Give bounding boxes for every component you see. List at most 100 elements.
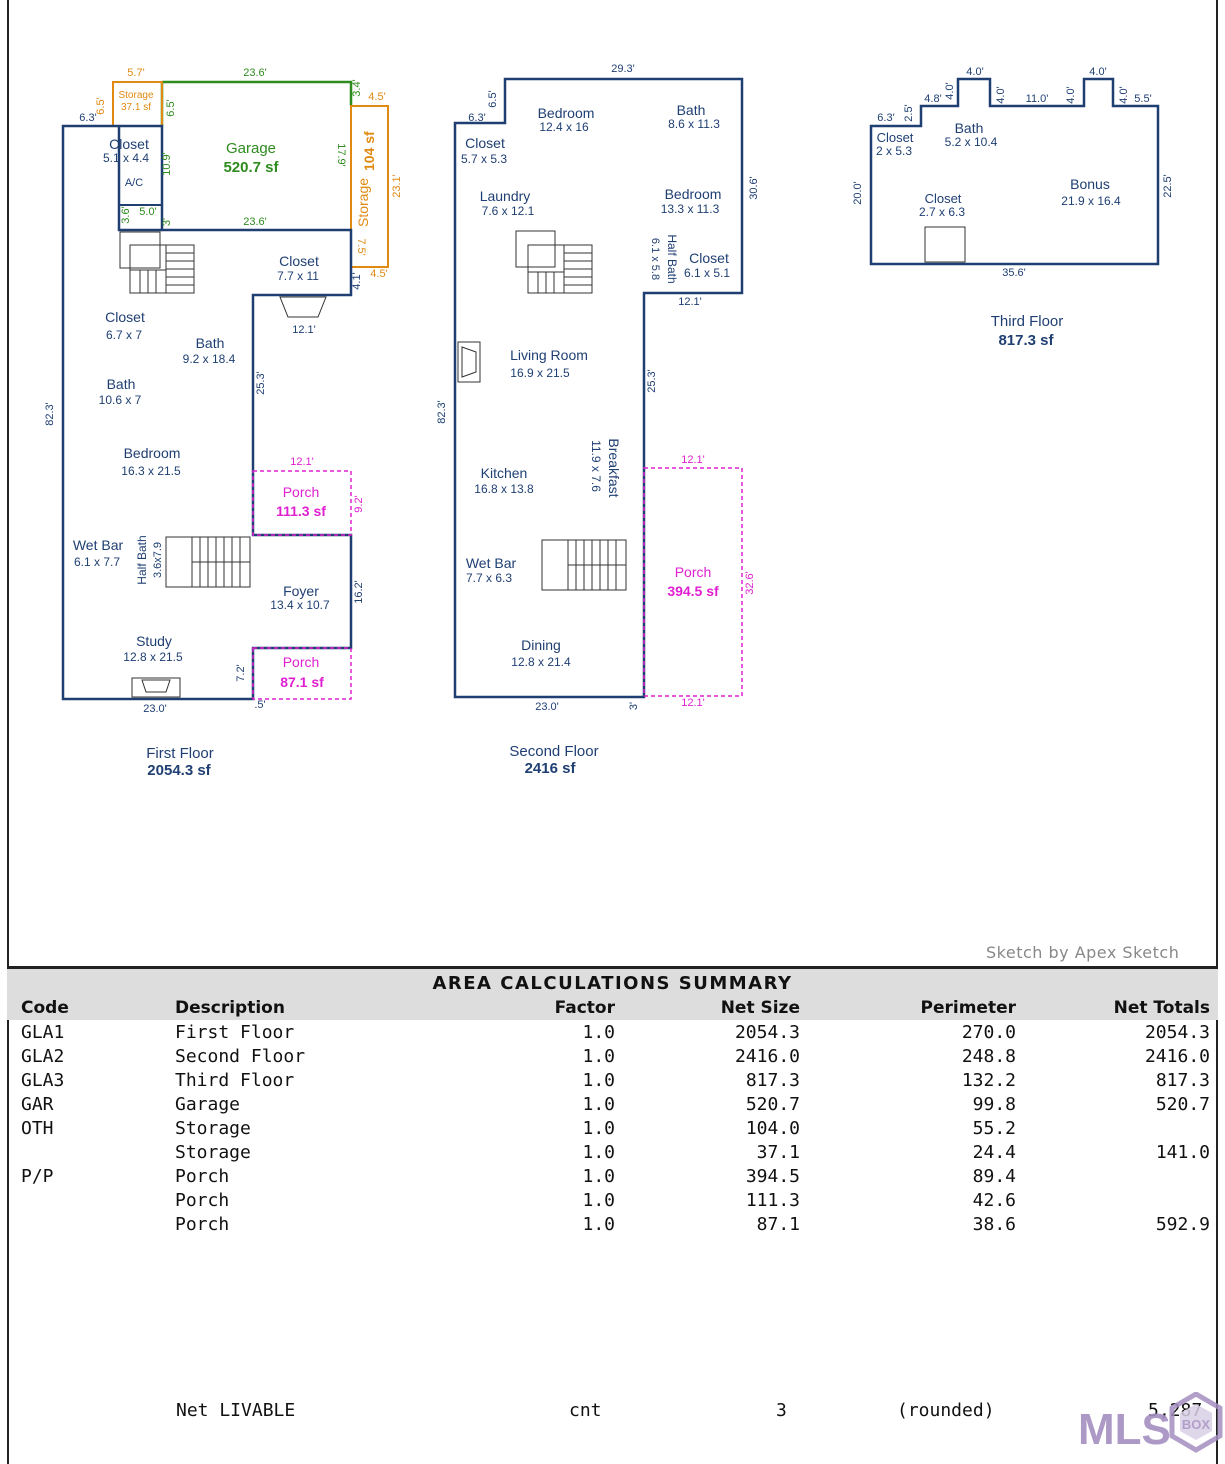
room-size: 104 sf [361, 131, 377, 171]
room-name: Bedroom [124, 445, 181, 461]
room-name: Foyer [283, 583, 319, 599]
dim-label: 7.5' [355, 238, 367, 255]
dim-label: 23.6' [243, 216, 267, 228]
room-name: Closet [465, 135, 505, 151]
room-name: Laundry [480, 188, 531, 204]
room-name: Wet Bar [466, 555, 517, 571]
cell: 1.0 [582, 1069, 615, 1091]
third-floor-plan: 4.0' 4.0' 6.3' 2.5' 4.8' 4.0' 4.0' 11.0'… [852, 66, 1174, 349]
cell: 2054.3 [1144, 1021, 1210, 1043]
dim-label: 17.9' [335, 143, 347, 167]
room-size: 12.4 x 16 [539, 120, 589, 134]
cell: OTH [21, 1117, 54, 1139]
second-floor-rooms: Closet 5.7 x 5.3 Bedroom 12.4 x 16 Bath … [461, 102, 730, 669]
room-name: Bath [196, 335, 225, 351]
second-floor-dimensions: 29.3' 6.5' 6.3' 30.6' 12.1' 25.3' 82.3' … [436, 63, 760, 713]
cell: 2416.0 [1144, 1045, 1210, 1067]
cell: 1.0 [582, 1165, 615, 1187]
cell: Third Floor [175, 1069, 295, 1091]
porch-lower-outline [252, 647, 352, 700]
first-floor-plan: 5.7' 23.6' 3.4' 4.5' 6.5' 6.5' 6.3' 10.9… [44, 67, 403, 779]
room-size: 520.7 sf [223, 159, 279, 176]
dim-label: 12.1' [290, 456, 314, 468]
dim-label: 22.5' [1162, 174, 1174, 198]
room-name: Porch [675, 564, 712, 580]
room-size: 2.7 x 6.3 [919, 205, 965, 219]
room-name: Closet [109, 136, 149, 152]
dim-label: 82.3' [44, 402, 56, 426]
cell: Storage [175, 1141, 251, 1163]
room-size: 8.6 x 11.3 [668, 117, 720, 131]
cell: 1.0 [582, 1141, 615, 1163]
cell: 99.8 [972, 1093, 1016, 1115]
dim-label: 23.0' [143, 703, 167, 715]
dim-label: 4.5' [370, 268, 387, 280]
room-size: 6.1 x 7.7 [74, 555, 120, 569]
room-name: Half Bath [135, 535, 149, 584]
area-table: Code Description Factor Net Size Perimet… [7, 996, 1218, 1236]
floor-title: Second Floor [509, 743, 598, 760]
cell: 1.0 [582, 1189, 615, 1211]
cell [1016, 1164, 1218, 1188]
room-name: Bath [107, 376, 136, 392]
room-size: 7.6 x 12.1 [482, 204, 535, 218]
room-name: Bath [955, 120, 984, 136]
mls-box-logo: MLS BOX [1078, 1392, 1223, 1454]
dim-label: 3.6' [120, 206, 132, 223]
room-name: Bonus [1070, 176, 1110, 192]
cell: 394.5 [745, 1165, 800, 1187]
room-name: Closet [877, 130, 914, 145]
cell: 111.3 [745, 1189, 800, 1211]
cell: 2054.3 [734, 1021, 800, 1043]
room-name: Study [136, 633, 172, 649]
first-floor-outline [61, 124, 353, 701]
cell: 1.0 [582, 1021, 615, 1043]
room-size: 5.7 x 5.3 [461, 152, 507, 166]
col-header: Net Totals [1016, 996, 1218, 1020]
room-size: 87.1 sf [280, 674, 324, 690]
third-floor-rooms: Closet 2 x 5.3 Bath 5.2 x 10.4 Closet 2.… [876, 120, 1121, 219]
elevator-box [515, 230, 556, 268]
dim-label: 4.0' [1065, 86, 1077, 103]
cell: 1.0 [582, 1045, 615, 1067]
room-size: 6.7 x 7 [106, 328, 142, 342]
second-floor-outline [453, 77, 744, 699]
dim-label: 12.1' [292, 324, 316, 336]
cell: Porch [175, 1189, 230, 1211]
garage-wall-top [162, 80, 353, 106]
fireplace-icon [279, 296, 327, 318]
stairs-lower [165, 536, 251, 588]
cell: 2416.0 [734, 1045, 800, 1067]
dim-label: 12.1' [681, 454, 705, 466]
room-name: Closet [689, 250, 729, 266]
dim-label: 5.7' [127, 67, 144, 79]
dim-label: 23.0' [535, 701, 559, 713]
fireplace-icon [131, 677, 181, 698]
box-icon: BOX [1169, 1392, 1223, 1453]
room-size: 16.9 x 21.5 [510, 366, 570, 380]
dim-label: 12.1' [681, 697, 705, 709]
stairs-lower [541, 539, 627, 591]
room-size: 10.6 x 7 [99, 393, 142, 407]
cell: 248.8 [961, 1045, 1016, 1067]
room-name: Bedroom [665, 186, 722, 202]
sketch-credit: Sketch by Apex Sketch [986, 943, 1180, 962]
room-name: Storage [118, 90, 153, 101]
room-size: 37.1 sf [121, 102, 151, 113]
room-name: Dining [521, 637, 561, 653]
dim-label: .5' [254, 699, 265, 711]
cell [1016, 1116, 1218, 1140]
cell: Storage [175, 1117, 251, 1139]
room-size: 7.7 x 6.3 [466, 571, 512, 585]
dim-label: 12.1' [678, 296, 702, 308]
dim-label: 35.6' [1002, 267, 1026, 279]
dim-label: 16.2' [353, 580, 365, 604]
area-summary: AREA CALCULATIONS SUMMARY Code Descripti… [7, 966, 1218, 1236]
dim-label: 3' [628, 702, 640, 710]
